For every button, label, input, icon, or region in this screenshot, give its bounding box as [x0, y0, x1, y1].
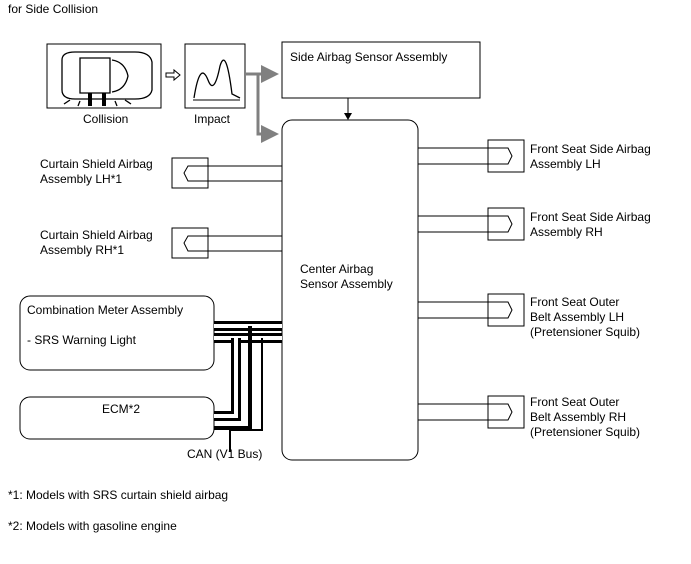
curtain-rh-squib-icon	[183, 235, 208, 252]
belt-rh-label-1: Front Seat Outer	[530, 395, 620, 409]
collision-label: Collision	[83, 112, 129, 126]
impact-label: Impact	[194, 112, 231, 126]
front-side-lh-label-1: Front Seat Side Airbag	[530, 142, 651, 156]
curtain-lh-squib-icon	[183, 165, 208, 182]
curtain-rh-squib-box	[171, 227, 209, 259]
curtain-rh-label-1: Curtain Shield Airbag	[40, 228, 153, 242]
belt-lh-label-3: (Pretensioner Squib)	[530, 325, 641, 339]
side-airbag-sensor-box	[281, 41, 481, 99]
curtain-lh-label-2: Assembly LH*1	[40, 172, 123, 186]
center-sensor-label-1: Center Airbag	[300, 262, 374, 276]
front-side-rh-label-1: Front Seat Side Airbag	[530, 210, 651, 224]
front-side-rh-squib	[418, 207, 525, 241]
curtain-lh-label-1: Curtain Shield Airbag	[40, 157, 153, 171]
can-bus-label: CAN (V1 Bus)	[187, 447, 263, 461]
center-sensor-label-2: Sensor Assembly	[300, 277, 393, 291]
ecm-label: ECM*2	[102, 402, 141, 416]
side-airbag-sensor-label: Side Airbag Sensor Assembly	[290, 50, 448, 64]
curtain-lh-squib-box	[171, 157, 209, 189]
belt-rh-label-3: (Pretensioner Squib)	[530, 425, 641, 439]
belt-rh-squib	[418, 395, 525, 429]
front-side-lh-squib	[418, 139, 525, 173]
can-bus-wires	[214, 321, 282, 452]
impact-graph-box	[184, 43, 246, 109]
footnote-2: *2: Models with gasoline engine	[8, 519, 177, 533]
belt-lh-label-1: Front Seat Outer	[530, 295, 620, 309]
combination-meter-label: Combination Meter Assembly	[27, 303, 184, 317]
belt-rh-label-2: Belt Assembly RH	[530, 410, 627, 424]
page-title: for Side Collision	[8, 2, 99, 16]
front-side-rh-label-2: Assembly RH	[530, 225, 603, 239]
belt-lh-label-2: Belt Assembly LH	[530, 310, 625, 324]
impact-wave-icon	[193, 59, 241, 99]
center-airbag-sensor-box	[281, 119, 419, 461]
curtain-rh-label-2: Assembly RH*1	[40, 243, 125, 257]
side-sensor-arrowhead	[344, 113, 352, 120]
collision-to-impact-arrow-icon	[165, 68, 181, 82]
car-icon	[61, 51, 153, 107]
front-side-lh-label-2: Assembly LH	[530, 157, 601, 171]
srs-warning-light-label: - SRS Warning Light	[27, 333, 136, 347]
footnote-1: *1: Models with SRS curtain shield airba…	[8, 488, 229, 502]
belt-lh-squib	[418, 293, 525, 327]
